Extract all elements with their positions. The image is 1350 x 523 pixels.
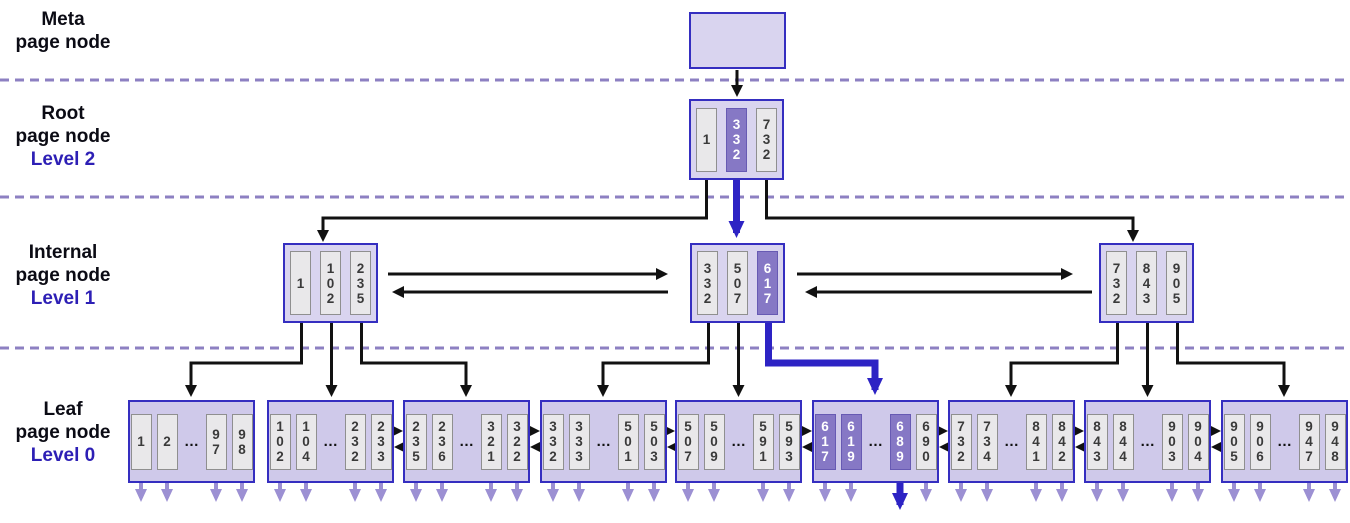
label-leaf: Leaf page node Level 0 xyxy=(0,398,126,467)
leaf-cell: 690 xyxy=(915,413,937,470)
leaf-cell: 232 xyxy=(344,413,366,470)
leaf-cell: 322 xyxy=(506,413,528,470)
leaf-page-node-7: 732 734 … 841 842 xyxy=(948,400,1075,483)
leaf-cell-highlighted: 689 xyxy=(889,413,911,470)
ellipsis: … xyxy=(459,432,474,450)
internal-page-node-2: 332 507 617 xyxy=(690,243,785,323)
leaf-page-node-3: 235 236 … 321 322 xyxy=(403,400,530,483)
tree-connector-arrows xyxy=(185,70,1290,453)
root-cell: 732 xyxy=(756,107,777,172)
leaf-cell: 104 xyxy=(295,413,317,470)
leaf-cell: 333 xyxy=(568,413,590,470)
label-root: Root page node Level 2 xyxy=(0,102,126,171)
leaf-cell: 903 xyxy=(1161,413,1183,470)
arrow-internal-617-to-leaf xyxy=(765,312,883,395)
label-level-0: Level 0 xyxy=(30,445,96,466)
ellipsis: … xyxy=(731,432,746,450)
root-cell-highlighted: 332 xyxy=(726,107,747,172)
ellipsis: … xyxy=(1140,432,1155,450)
label-level-2: Level 2 xyxy=(30,149,96,170)
leaf-cell: 732 xyxy=(950,413,972,470)
leaf-cell: 593 xyxy=(778,413,800,470)
label-meta: Meta page node xyxy=(15,9,111,53)
leaf-cell: 842 xyxy=(1051,413,1073,470)
leaf-cell: 841 xyxy=(1025,413,1047,470)
leaf-cell: 843 xyxy=(1086,413,1108,470)
leaf-page-node-4: 332 333 … 501 503 xyxy=(540,400,667,483)
leaf-cell: 332 xyxy=(542,413,564,470)
label-internal: Internal page node Level 1 xyxy=(0,241,126,310)
leaf-cell: 1 xyxy=(130,413,152,470)
dashed-separators xyxy=(0,78,1350,350)
leaf-page-node-9: 905 906 … 947 948 xyxy=(1221,400,1348,483)
leaf-page-node-1: 1 2 … 97 98 xyxy=(128,400,255,483)
internal-cell-highlighted: 617 xyxy=(757,251,778,315)
leaf-cell: 503 xyxy=(643,413,665,470)
ellipsis: … xyxy=(1277,432,1292,450)
internal-cell: 843 xyxy=(1136,251,1157,315)
ellipsis: … xyxy=(1004,432,1019,450)
internal-cell: 235 xyxy=(350,251,371,315)
internal-cell: 732 xyxy=(1106,251,1127,315)
leaf-cell: 844 xyxy=(1112,413,1134,470)
leaf-cell: 591 xyxy=(752,413,774,470)
root-page-node: 1 332 732 xyxy=(689,99,784,180)
leaf-page-node-8: 843 844 … 903 904 xyxy=(1084,400,1211,483)
leaf-cell-highlighted: 619 xyxy=(840,413,862,470)
ellipsis: … xyxy=(323,432,338,450)
ellipsis: … xyxy=(184,432,199,450)
leaf-cell: 947 xyxy=(1298,413,1320,470)
leaf-page-node-2: 102 104 … 232 233 xyxy=(267,400,394,483)
leaf-cell: 734 xyxy=(976,413,998,470)
meta-page-node xyxy=(689,12,786,69)
leaf-cell: 904 xyxy=(1187,413,1209,470)
leaf-cell: 235 xyxy=(405,413,427,470)
leaf-cell: 321 xyxy=(480,413,502,470)
leaf-cell: 948 xyxy=(1324,413,1346,470)
leaf-cell: 905 xyxy=(1223,413,1245,470)
internal-cell: 905 xyxy=(1166,251,1187,315)
leaf-cell: 236 xyxy=(431,413,453,470)
leaf-cell: 906 xyxy=(1249,413,1271,470)
leaf-cell: 97 xyxy=(205,413,227,470)
leaf-cell: 501 xyxy=(617,413,639,470)
root-cell: 1 xyxy=(696,107,717,172)
ellipsis: … xyxy=(596,432,611,450)
leaf-cell: 233 xyxy=(370,413,392,470)
internal-cell: 1 xyxy=(290,251,311,315)
leaf-cell: 507 xyxy=(677,413,699,470)
leaf-cell: 2 xyxy=(156,413,178,470)
leaf-cell: 98 xyxy=(231,413,253,470)
internal-page-node-1: 1 102 235 xyxy=(283,243,378,323)
ellipsis: … xyxy=(868,432,883,450)
leaf-cell: 102 xyxy=(269,413,291,470)
internal-cell: 332 xyxy=(697,251,718,315)
internal-cell: 507 xyxy=(727,251,748,315)
leaf-page-node-5: 507 509 … 591 593 xyxy=(675,400,802,483)
leaf-cell: 509 xyxy=(703,413,725,470)
internal-page-node-3: 732 843 905 xyxy=(1099,243,1194,323)
leaf-cell-highlighted: 617 xyxy=(814,413,836,470)
leaf-page-node-6: 617 619 … 689 690 xyxy=(812,400,939,483)
label-level-1: Level 1 xyxy=(30,288,96,309)
internal-cell: 102 xyxy=(320,251,341,315)
